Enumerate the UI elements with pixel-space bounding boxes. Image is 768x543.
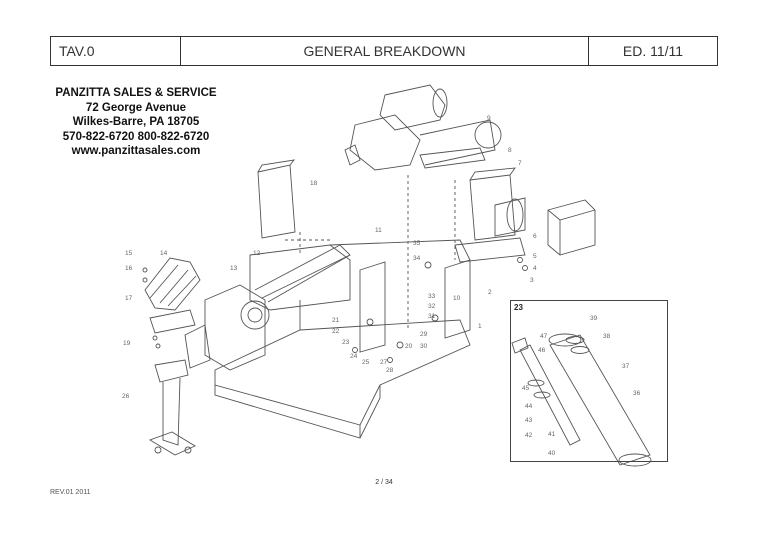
inset-label: 23 — [514, 303, 523, 312]
callout-39: 39 — [590, 315, 598, 322]
callout-16: 16 — [125, 265, 133, 272]
callout-37: 37 — [622, 363, 630, 370]
cylinder-detail-inset: 23 — [510, 300, 668, 462]
callout-25: 25 — [362, 359, 370, 366]
callout-5: 5 — [533, 253, 537, 260]
callout-1: 1 — [478, 323, 482, 330]
callout-38: 38 — [603, 333, 611, 340]
callout-6: 6 — [533, 233, 537, 240]
page-title: GENERAL BREAKDOWN — [181, 37, 589, 65]
callout-33: 33 — [428, 293, 436, 300]
dealer-street: 72 George Avenue — [85, 101, 187, 114]
callout-44: 44 — [525, 403, 533, 410]
callout-46: 46 — [538, 347, 546, 354]
callout-2: 2 — [488, 289, 492, 296]
callout-10: 10 — [453, 295, 461, 302]
callout-36: 36 — [633, 390, 641, 397]
callout-34: 34 — [413, 255, 421, 262]
callout-32: 32 — [428, 303, 436, 310]
callout-18: 18 — [310, 180, 318, 187]
page-number: 2 / 34 — [375, 479, 393, 486]
dealer-city: Wilkes-Barre, PA 18705 — [72, 116, 200, 128]
callout-numbers: 1 2 3 4 5 6 7 8 9 10 11 12 13 14 15 16 1… — [122, 115, 641, 457]
callout-29: 29 — [420, 331, 428, 338]
callout-31: 31 — [428, 313, 436, 320]
callout-22: 22 — [332, 328, 340, 335]
callout-7: 7 — [518, 160, 522, 167]
callout-9: 9 — [487, 115, 491, 122]
callout-30: 30 — [420, 343, 428, 350]
callout-23: 23 — [342, 339, 350, 346]
callout-21: 21 — [332, 317, 340, 324]
title-block: TAV.0 GENERAL BREAKDOWN ED. 11/11 — [50, 36, 718, 66]
callout-19: 19 — [123, 340, 131, 347]
callout-43: 43 — [525, 417, 533, 424]
callout-17: 17 — [125, 295, 133, 302]
dealer-website: www.panzittasales.com — [71, 145, 201, 157]
dealer-name: PANZITTA SALES & SERVICE — [55, 87, 217, 99]
callout-3: 3 — [530, 277, 534, 284]
callout-24: 24 — [350, 353, 358, 360]
callout-14: 14 — [160, 250, 168, 257]
callout-35: 35 — [413, 240, 421, 247]
callout-27: 27 — [380, 359, 388, 366]
callout-42: 42 — [525, 432, 533, 439]
revision-label: REV.01 2011 — [50, 489, 91, 496]
callout-26: 26 — [122, 393, 130, 400]
callout-12: 12 — [253, 250, 261, 257]
dealer-block: PANZITTA SALES & SERVICE 72 George Avenu… — [46, 86, 226, 159]
callout-47: 47 — [540, 333, 548, 340]
callout-45: 45 — [522, 385, 530, 392]
dealer-phones: 570-822-6720 800-822-6720 — [62, 130, 210, 143]
callout-8: 8 — [508, 147, 512, 154]
callout-4: 4 — [533, 265, 537, 272]
table-code: TAV.0 — [51, 37, 181, 65]
callout-20: 20 — [405, 343, 413, 350]
callout-28: 28 — [386, 367, 394, 374]
callout-11: 11 — [375, 227, 382, 234]
callout-13: 13 — [230, 265, 238, 272]
edition-label: ED. 11/11 — [622, 43, 684, 59]
callout-40: 40 — [548, 450, 556, 457]
callout-41: 41 — [548, 431, 556, 438]
callout-15: 15 — [125, 250, 133, 257]
